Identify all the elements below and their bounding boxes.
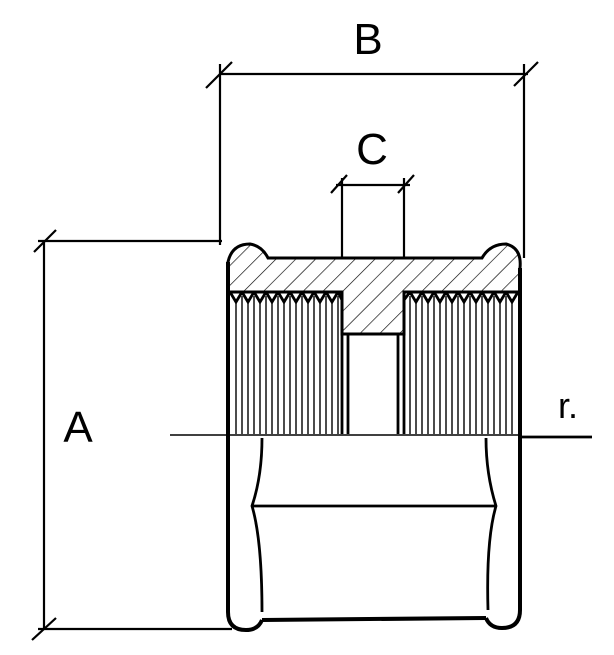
outer-right-edge [484, 436, 522, 631]
dimension-label-c: C [356, 125, 388, 174]
outer-left-edge [226, 436, 264, 633]
external-view [226, 436, 522, 633]
centerline: r. [170, 385, 592, 439]
left-shoulder-curve [250, 437, 264, 613]
thread-teeth-right [402, 292, 520, 434]
dimension-b: B [205, 15, 539, 258]
dimension-a: A [31, 229, 232, 641]
thread-label-r: r. [558, 385, 578, 426]
section-view [226, 242, 522, 436]
hatched-wall [226, 242, 522, 336]
dimension-label-a: A [63, 403, 93, 452]
right-shoulder-curve [484, 437, 498, 611]
thread-teeth-left [228, 292, 344, 434]
dimension-c: C [330, 125, 415, 258]
dimension-label-b: B [353, 15, 382, 64]
